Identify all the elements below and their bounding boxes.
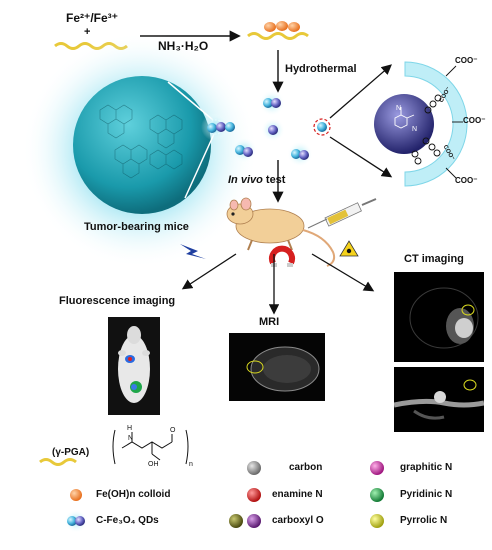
legend-graphitic-n: graphitic N — [400, 462, 453, 473]
structure-atom-h: H — [127, 425, 132, 432]
arrow-to-ct — [311, 253, 375, 292]
coo-label-mid: COO⁻ — [463, 116, 486, 125]
legend-carboxyl-o-icon-2 — [247, 514, 261, 528]
legend-graphitic-n-icon — [370, 461, 384, 475]
svg-text:N: N — [412, 126, 417, 133]
ct-image-top — [394, 272, 484, 362]
plus-sign: + — [84, 26, 91, 38]
legend-carboxyl-o-icon-1 — [229, 514, 243, 528]
legend-carbon-icon — [247, 461, 261, 475]
legend-carbon: carbon — [289, 462, 323, 473]
ct-image-bottom — [394, 367, 484, 432]
mri-label: MRI — [259, 316, 280, 328]
mri-image — [229, 333, 325, 401]
arrow-to-detail-top — [329, 64, 392, 119]
svg-text:N: N — [396, 105, 401, 112]
fluorescence-label: Fluorescence imaging — [59, 295, 176, 307]
syringe-icon — [307, 198, 377, 229]
light-beam-icon — [180, 244, 206, 259]
structure-sub-n: n — [189, 461, 193, 468]
zoom-line-bottom — [184, 133, 215, 199]
pga-structure-icon — [112, 429, 189, 465]
functionalized-qd-detail: N N — [370, 61, 468, 187]
fluorescence-image — [108, 317, 160, 415]
hydrothermal-label: Hydrothermal — [285, 63, 357, 75]
graphene-lattice-icon — [99, 104, 183, 179]
pga-colloid-complex — [247, 21, 309, 40]
legend-qds: C-Fe₃O₄ QDs — [96, 515, 159, 526]
mouse-label: Tumor-bearing mice — [84, 221, 189, 233]
carbon-sphere-icon — [73, 76, 211, 214]
legend-pyridinic-n: Pyridinic N — [400, 489, 453, 500]
legend-qd-icon — [64, 509, 88, 533]
radiation-sign-icon — [339, 240, 359, 257]
legend-pyridinic-n-icon — [370, 488, 384, 502]
qd-cluster — [201, 90, 331, 167]
in-vivo-suffix: test — [262, 174, 286, 186]
mouse-icon — [226, 197, 336, 267]
in-vivo-italic: In vivo — [228, 174, 263, 186]
core-sphere-icon — [374, 94, 434, 154]
structure-group-oh: OH — [148, 461, 159, 468]
arrow-to-detail-bottom — [329, 136, 393, 178]
zoom-line-top — [167, 81, 214, 121]
structure-atom-o: O — [170, 427, 176, 434]
legend-chain-icon — [39, 458, 77, 466]
legend-colloid-icon — [70, 489, 82, 501]
coo-label-top: COO⁻ — [455, 56, 478, 65]
arrow-to-fluorescence — [181, 253, 237, 290]
coo-label-bottom: COO⁻ — [455, 176, 478, 185]
iron-ions-label: Fe²⁺/Fe³⁺ — [66, 11, 119, 25]
legend-pyrrolic-n: Pyrrolic N — [400, 515, 448, 526]
legend-pga: (γ-PGA) — [52, 447, 90, 458]
legend-colloid: Fe(OH)n colloid — [96, 489, 171, 500]
in-vivo-label: In vivo test — [228, 175, 285, 186]
legend-enamine-n: enamine N — [272, 489, 323, 500]
legend-pyrrolic-n-icon — [370, 514, 384, 528]
reagent-label: NH₃·H₂O — [158, 39, 209, 53]
ct-label: CT imaging — [404, 253, 464, 265]
legend-carboxyl-o: carboxyl O — [272, 515, 324, 526]
structure-atom-n: N — [128, 435, 133, 442]
legend-enamine-n-icon — [247, 488, 261, 502]
